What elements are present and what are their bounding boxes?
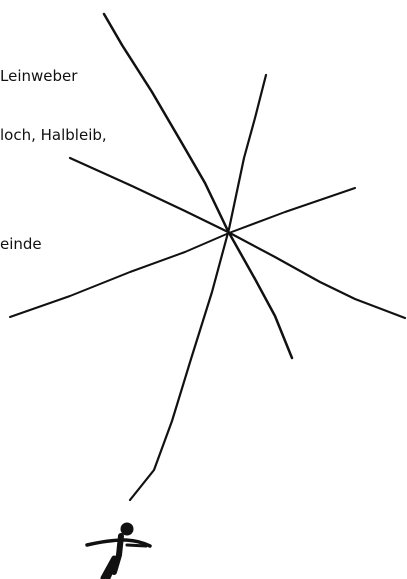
- sketch-line-cross-visible: [355, 188, 407, 317]
- sketch-line-drawn: [355, 188, 407, 318]
- sketch-line-lower: [356, 189, 407, 318]
- sketch-line-sw-ne-visible: [355, 188, 407, 317]
- sketch-line-left-edge-to-right: [356, 188, 407, 318]
- sketch-line-visible-2: [355, 188, 407, 318]
- sketch-line-main-left: [352, 189, 407, 318]
- sketch-line-drawn-visible: [355, 188, 407, 318]
- sketch-line-lower-left-upper-right: [355, 188, 407, 317]
- sketch-line-final: [356, 188, 407, 318]
- sketch-line-left-drawn: [320, 281, 407, 318]
- sketch-line-crossbar: [355, 188, 407, 318]
- sketch-line-draw: [355, 188, 407, 318]
- sketch-line-left-lower-to-right-upper: [10, 188, 355, 317]
- sketch-line-west-east: [355, 188, 407, 318]
- sketch-line-main-visible: [355, 188, 407, 317]
- figure-legs: [103, 558, 116, 578]
- sketch-line-left-to-right: [356, 189, 407, 318]
- stick-figure: [87, 523, 150, 579]
- sketch-line-main-real: [355, 188, 407, 317]
- sketch-line-drawn-left: [355, 188, 407, 318]
- sketch-line-cross-main-visible: [355, 188, 407, 317]
- sketch-line-left-2: [355, 188, 407, 318]
- sketch-line-final-visible: [355, 188, 407, 318]
- sketch-line-lowerleft-upperright: [355, 188, 407, 317]
- sketch-line-ne: [355, 188, 407, 317]
- sketch-line-long-sw-ne: [352, 190, 407, 318]
- sketch-line-ltr: [356, 189, 407, 318]
- sketch-line-fine: [355, 188, 407, 317]
- sketch-line-cross-final: [355, 188, 407, 317]
- sketch-line-crossbar-visible: [355, 188, 407, 318]
- sketch-line-right: [70, 158, 405, 318]
- sketch-line-long-left: [355, 189, 407, 318]
- sketch-line-sw: [355, 188, 407, 317]
- sketch-line-sw-to-ne: [355, 188, 407, 318]
- sketch-line-main: [355, 188, 407, 318]
- sketch-line-shown: [356, 188, 407, 318]
- sketch-line-vertical: [130, 75, 266, 500]
- figure-arm-right: [127, 545, 146, 546]
- sketch-line-left-low-to-right-high: [355, 188, 407, 318]
- sketch-line-wide: [355, 189, 407, 318]
- sketch-line-main-final: [355, 188, 407, 317]
- sketch-line-truth: [355, 188, 407, 317]
- sketch-line-good: [355, 188, 407, 317]
- sketch-line-visible: [355, 188, 407, 318]
- sketch-line-cross-line: [355, 188, 407, 317]
- sketch-line-diagonal-2: [355, 188, 407, 318]
- sketch-line-main-drawn: [355, 188, 407, 317]
- sketch-line-true: [355, 188, 407, 317]
- sketch-line-ok: [355, 188, 407, 317]
- sketch-line-ne-sw: [355, 188, 407, 317]
- sketch-line-spoke: [356, 188, 407, 318]
- sketch-line-real: [352, 190, 407, 318]
